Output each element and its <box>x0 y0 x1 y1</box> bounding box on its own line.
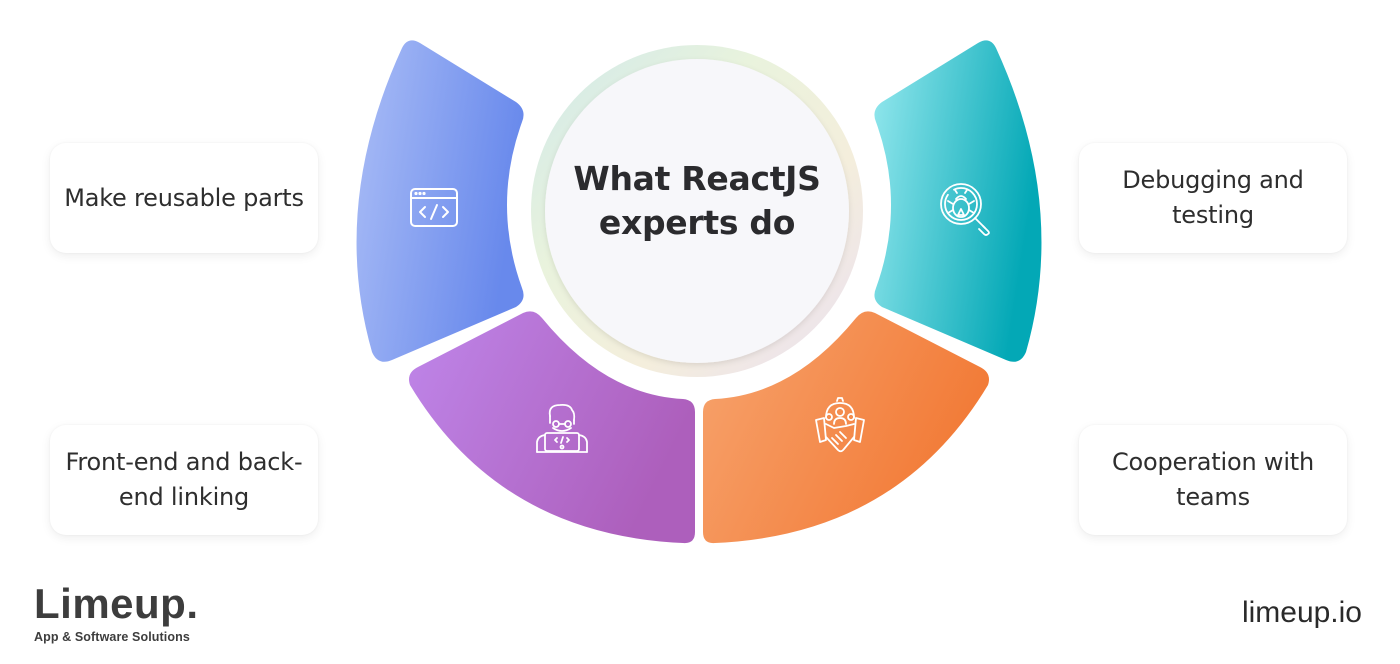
card-label: Make reusable parts <box>64 183 304 212</box>
title-line-1: What ReactJS <box>573 159 821 198</box>
developer-laptop-icon <box>536 403 588 453</box>
segment-make-reusable-parts <box>356 40 524 362</box>
segment-cooperation-with-teams <box>703 311 989 544</box>
card-cooperation-with-teams: Cooperation with teams <box>1079 425 1347 535</box>
card-make-reusable-parts: Make reusable parts <box>50 143 318 253</box>
card-debugging-and-testing: Debugging and testing <box>1079 143 1347 253</box>
logo-tagline: App & Software Solutions <box>34 630 190 644</box>
limeup-logo: Limeup. App & Software Solutions <box>34 580 199 645</box>
code-window-icon <box>410 188 458 227</box>
card-label: Cooperation with teams <box>1111 448 1315 511</box>
title-line-2: experts do <box>598 203 796 242</box>
logo-name: Limeup. <box>34 580 199 627</box>
team-handshake-icon <box>815 397 865 453</box>
card-front-end-back-end-linking: Front-end and back-end linking <box>50 425 318 535</box>
center-circle <box>545 59 849 363</box>
segment-front-end-back-end-linking <box>409 311 695 544</box>
diagram-title: What ReactJS experts do <box>567 157 827 245</box>
card-label: Debugging and testing <box>1122 166 1304 229</box>
website-url: limeup.io <box>1241 596 1362 629</box>
segment-debugging-and-testing <box>874 40 1042 362</box>
center-title-container: What ReactJS experts do <box>544 58 850 364</box>
bug-search-icon <box>940 183 990 236</box>
card-label: Front-end and back-end linking <box>65 448 303 511</box>
